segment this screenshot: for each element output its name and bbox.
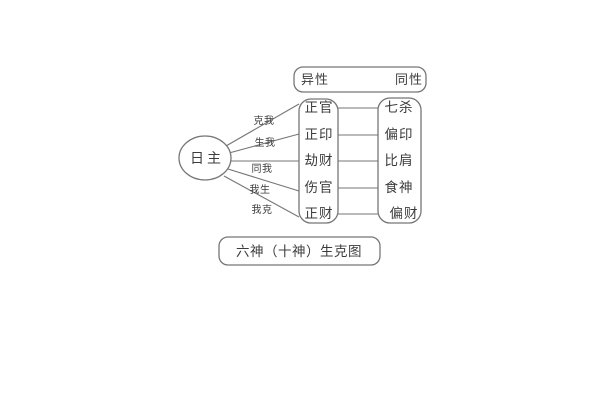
same-gender-god-labels: 七杀 偏印 比肩 食神 偏财 (385, 100, 419, 221)
edge-generates-me (228, 133, 300, 154)
god-bijian: 比肩 (385, 153, 414, 168)
same-gender-column-box (377, 97, 422, 224)
god-piancai: 偏财 (390, 206, 419, 221)
edge-i-control (223, 175, 300, 218)
day-master-label: 日主 (190, 150, 224, 166)
god-shishen: 食神 (385, 179, 414, 195)
relation-label-same-as-me: 同我 (252, 163, 273, 175)
edge-controls-me (225, 103, 300, 147)
relation-label-controls-me: 克我 (254, 115, 275, 127)
relation-labels: 克我 生我 同我 我生 我克 (250, 115, 276, 216)
gender-header-box (293, 66, 427, 93)
edge-i-generate (227, 168, 300, 192)
god-pianyin: 偏印 (385, 127, 414, 142)
caption-box (218, 236, 381, 266)
opposite-gender-header: 异性 (301, 72, 329, 87)
god-zhengyin: 正印 (305, 127, 334, 142)
god-zhengguan: 正官 (305, 100, 334, 115)
diagram-caption: 六神（十神）生克图 (236, 244, 362, 259)
opposite-gender-column-box (298, 98, 339, 224)
god-shangguan: 伤官 (305, 180, 334, 195)
day-master-relation-edges (223, 103, 300, 218)
relation-label-i-control: 我克 (252, 204, 273, 216)
god-qisha: 七杀 (385, 100, 414, 115)
same-gender-header: 同性 (395, 72, 423, 87)
day-master-circle (178, 135, 232, 181)
column-connector-edges (338, 107, 378, 215)
god-jiecai: 劫财 (305, 153, 334, 168)
god-zhengcai: 正财 (305, 206, 334, 221)
opposite-gender-god-labels: 正官 正印 劫财 伤官 正财 (305, 100, 334, 221)
relation-label-i-generate: 我生 (250, 183, 271, 196)
relation-label-generates-me: 生我 (255, 136, 276, 149)
